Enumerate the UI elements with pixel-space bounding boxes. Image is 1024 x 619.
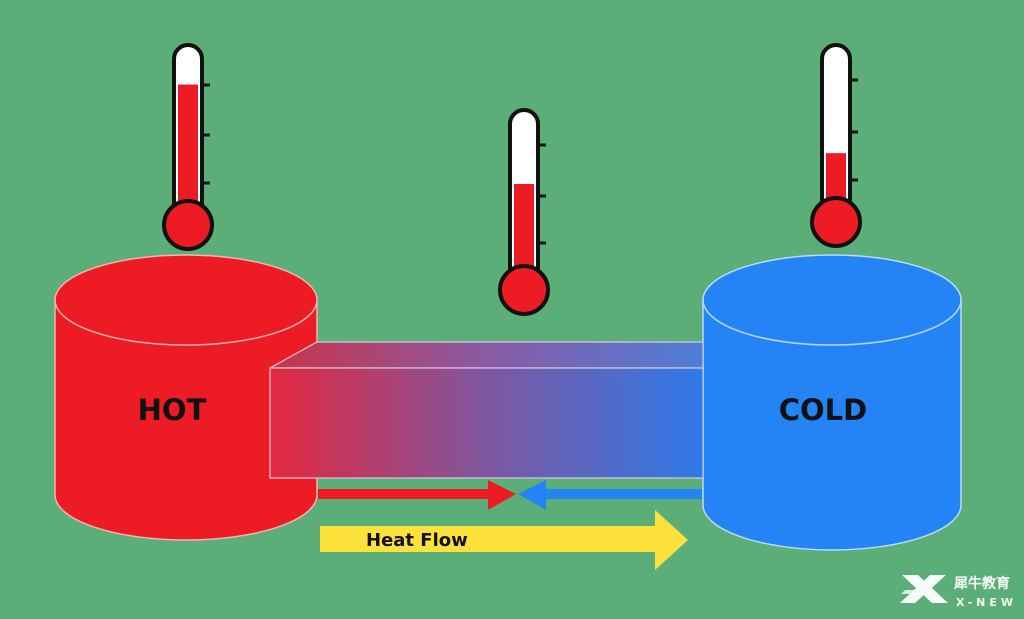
hot-thermometer-mercury — [178, 84, 198, 212]
cold-thermometer — [810, 43, 862, 248]
connecting-bar-front — [269, 367, 704, 479]
hot-label: HOT — [138, 393, 207, 427]
x-new-logo-mark — [900, 575, 948, 603]
heat-flow-arrow-shape — [320, 510, 688, 570]
logo-sub: X-NEW — [956, 596, 1017, 609]
cold-tank: COLD — [702, 254, 962, 551]
heat-flow-label: Heat Flow — [366, 530, 468, 551]
cold-to-center-arrow — [518, 480, 702, 510]
cold-thermometer-mercury — [826, 153, 846, 209]
cold-tank-top — [702, 254, 962, 346]
x-new-logo: 犀牛教育 X-NEW — [900, 575, 1017, 609]
hot-to-center-arrow — [318, 480, 516, 510]
middle-thermometer — [498, 108, 550, 316]
connecting-bar-top — [269, 341, 704, 369]
cold-tank-body — [702, 299, 962, 551]
connecting-bar — [269, 341, 704, 479]
hot-tank-body — [54, 299, 318, 541]
hot-tank: HOT — [54, 254, 318, 541]
heat-flow-arrow: Heat Flow — [320, 510, 688, 570]
logo-name: 犀牛教育 — [953, 575, 1010, 592]
cold-label: COLD — [779, 393, 868, 427]
hot-thermometer — [162, 43, 214, 251]
hot-tank-top — [54, 254, 318, 346]
middle-thermometer-mercury — [514, 184, 534, 277]
